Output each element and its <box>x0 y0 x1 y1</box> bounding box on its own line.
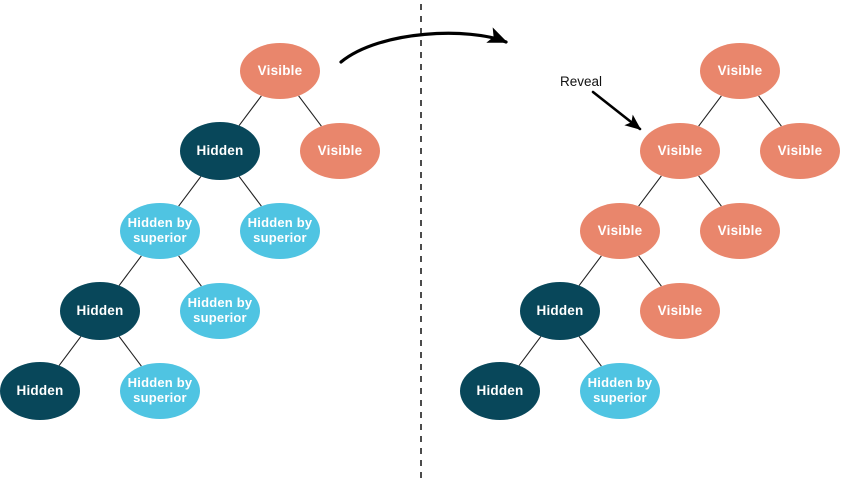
tree-node-label: Hidden <box>536 303 584 319</box>
left-tree-edges <box>58 95 322 367</box>
tree-node-hidden[interactable]: Hidden <box>460 362 540 420</box>
tree-node-label: Hidden <box>196 143 244 159</box>
tree-node-visible[interactable]: Visible <box>580 203 660 259</box>
tree-edge <box>698 175 722 207</box>
tree-node-label: Hidden by superior <box>187 295 253 325</box>
tree-node-label: Hidden by superior <box>587 375 653 405</box>
tree-edge <box>178 255 202 287</box>
tree-edge <box>698 95 722 127</box>
tree-node-label: Visible <box>597 223 643 239</box>
tree-node-hidden[interactable]: Hidden <box>0 362 80 420</box>
tree-node-visible[interactable]: Visible <box>300 123 380 179</box>
transition-curved-arrow <box>339 27 508 64</box>
tree-node-label: Visible <box>717 63 763 79</box>
tree-node-label: Visible <box>657 303 703 319</box>
tree-node-hidden-by-superior[interactable]: Hidden by superior <box>180 283 260 339</box>
tree-edge <box>118 336 142 367</box>
tree-edge <box>578 336 602 367</box>
tree-node-hidden-by-superior[interactable]: Hidden by superior <box>120 363 200 419</box>
tree-node-label: Hidden by superior <box>127 215 193 245</box>
tree-node-visible[interactable]: Visible <box>640 283 720 339</box>
right-tree-edges <box>518 95 782 367</box>
tree-node-hidden[interactable]: Hidden <box>520 282 600 340</box>
tree-node-label: Hidden <box>16 383 64 399</box>
tree-node-visible[interactable]: Visible <box>760 123 840 179</box>
tree-node-hidden-by-superior[interactable]: Hidden by superior <box>580 363 660 419</box>
tree-node-label: Visible <box>717 223 763 239</box>
reveal-arrow <box>591 90 642 131</box>
tree-node-visible[interactable]: Visible <box>700 43 780 99</box>
tree-node-label: Hidden <box>76 303 124 319</box>
tree-node-hidden-by-superior[interactable]: Hidden by superior <box>240 203 320 259</box>
tree-edge <box>578 255 602 286</box>
tree-edge <box>758 95 782 127</box>
tree-node-hidden[interactable]: Hidden <box>180 122 260 180</box>
tree-edge <box>638 175 662 207</box>
tree-edge <box>118 255 142 286</box>
tree-edge <box>178 176 202 207</box>
tree-edge <box>238 176 262 207</box>
tree-node-label: Hidden <box>476 383 524 399</box>
tree-node-visible[interactable]: Visible <box>240 43 320 99</box>
tree-node-hidden[interactable]: Hidden <box>60 282 140 340</box>
tree-node-label: Visible <box>777 143 823 159</box>
tree-edge <box>238 95 262 126</box>
tree-node-label: Hidden by superior <box>127 375 193 405</box>
tree-node-label: Visible <box>317 143 363 159</box>
tree-edge <box>58 336 82 366</box>
tree-edge <box>298 95 322 127</box>
reveal-annotation-label: Reveal <box>560 74 603 89</box>
tree-node-label: Visible <box>657 143 703 159</box>
tree-node-label: Visible <box>257 63 303 79</box>
tree-node-visible[interactable]: Visible <box>700 203 780 259</box>
tree-edge <box>638 255 662 287</box>
tree-edge <box>518 336 542 366</box>
tree-node-visible[interactable]: Visible <box>640 123 720 179</box>
tree-node-label: Hidden by superior <box>247 215 313 245</box>
tree-node-hidden-by-superior[interactable]: Hidden by superior <box>120 203 200 259</box>
